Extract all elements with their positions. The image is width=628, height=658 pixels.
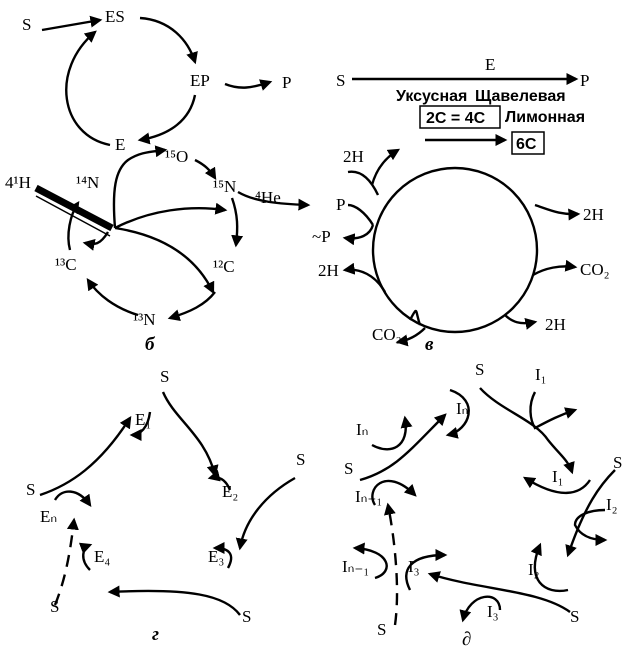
substrate-label: S	[475, 360, 484, 379]
enzyme-1-label: E₁	[135, 410, 151, 429]
condensation-equation: 2C = 4C	[426, 110, 486, 127]
carbon-12-label: ¹²C	[213, 257, 235, 276]
panel-cno-cycle: 4¹H ¹⁴N ¹⁵O ¹⁵N ⁴He ¹³C ¹²C ¹³N б	[5, 145, 311, 355]
inhibitor-n-label: Iₙ	[456, 399, 468, 418]
c6-label: 6C	[516, 136, 537, 153]
inhibitor-3-label: I₃	[487, 602, 499, 621]
co2-label: CO₂	[372, 325, 402, 344]
product-label: P	[282, 73, 291, 92]
enzyme-4-label: E₄	[94, 547, 110, 566]
panel-g-caption: г	[152, 624, 159, 645]
enzyme-3-label: E₃	[208, 547, 224, 566]
enzyme-label: E	[485, 55, 495, 74]
enzyme-n-label: Eₙ	[40, 507, 57, 526]
substrate-label: S	[50, 597, 59, 616]
phosphate-label: P	[336, 195, 345, 214]
substrate-label: S	[22, 15, 31, 34]
oxygen-15-label: ¹⁵O	[165, 147, 188, 166]
panel-d-caption: ∂	[462, 629, 471, 650]
substrate-label: S	[160, 367, 169, 386]
citric-acid-label: Лимонная	[505, 109, 585, 126]
helium-4-label: ⁴He	[255, 188, 281, 207]
panel-simple-reaction: S E P	[336, 55, 589, 90]
substrate-label: S	[570, 607, 579, 626]
nitrogen-15-label: ¹⁵N	[213, 177, 236, 196]
substrate-label: S	[344, 459, 353, 478]
h2-label: 2H	[343, 147, 364, 166]
nitrogen-14-label: ¹⁴N	[76, 173, 99, 192]
panel-v-caption: в	[425, 334, 434, 355]
inhibitor-1-label: I₁	[535, 365, 547, 384]
inhibitor-n-label: Iₙ	[356, 420, 368, 439]
h2-label: 2H	[318, 261, 339, 280]
substrate-label: S	[613, 453, 622, 472]
panel-krebs-cycle: Уксусная Щавелевая 2C = 4C Лимонная 6C 2…	[312, 88, 610, 355]
ep-complex-label: EP	[190, 71, 210, 90]
inhibitor-n-minus-1-label: Iₙ₋₁	[355, 487, 382, 506]
oxaloacetic-acid-label: Щавелевая	[475, 88, 566, 105]
inhibitor-2-label: I₂	[606, 495, 618, 514]
h2-label: 2H	[545, 315, 566, 334]
substrate-label: S	[296, 450, 305, 469]
acetic-acid-label: Уксусная	[396, 88, 467, 105]
nitrogen-13-label: ¹³N	[133, 310, 155, 329]
es-complex-label: ES	[105, 7, 125, 26]
inhibitor-n-minus-1-label: Iₙ₋₁	[342, 557, 369, 576]
co2-label: CO₂	[580, 260, 610, 279]
high-energy-phosphate-label: ~P	[312, 227, 331, 246]
panel-b-caption: б	[145, 334, 156, 355]
inhibitor-3-label: I₃	[408, 557, 420, 576]
enzyme-2-label: E₂	[222, 482, 238, 501]
enzyme-label: E	[115, 135, 125, 154]
panel-enzyme-chain: S E₁ E₂ S S Eₙ E₄ E₃ S S г	[26, 367, 305, 645]
hydrogen-label: 4¹H	[5, 173, 31, 192]
inhibitor-1-label: I₁	[552, 467, 564, 486]
carbon-13-label: ¹³C	[55, 255, 77, 274]
substrate-label: S	[377, 620, 386, 639]
product-label: P	[580, 71, 589, 90]
panel-inhibitor-chain: S I₁ Iₙ Iₙ S I₁ S I₂ Iₙ₋₁ Iₙ₋₁ I₃ I₂ I₃ …	[342, 360, 622, 650]
h2-label: 2H	[583, 205, 604, 224]
inhibitor-2-label: I₂	[528, 560, 540, 579]
substrate-label: S	[26, 480, 35, 499]
substrate-label: S	[336, 71, 345, 90]
substrate-label: S	[242, 607, 251, 626]
panel-enzyme-cycle: S ES EP P E	[22, 7, 291, 154]
